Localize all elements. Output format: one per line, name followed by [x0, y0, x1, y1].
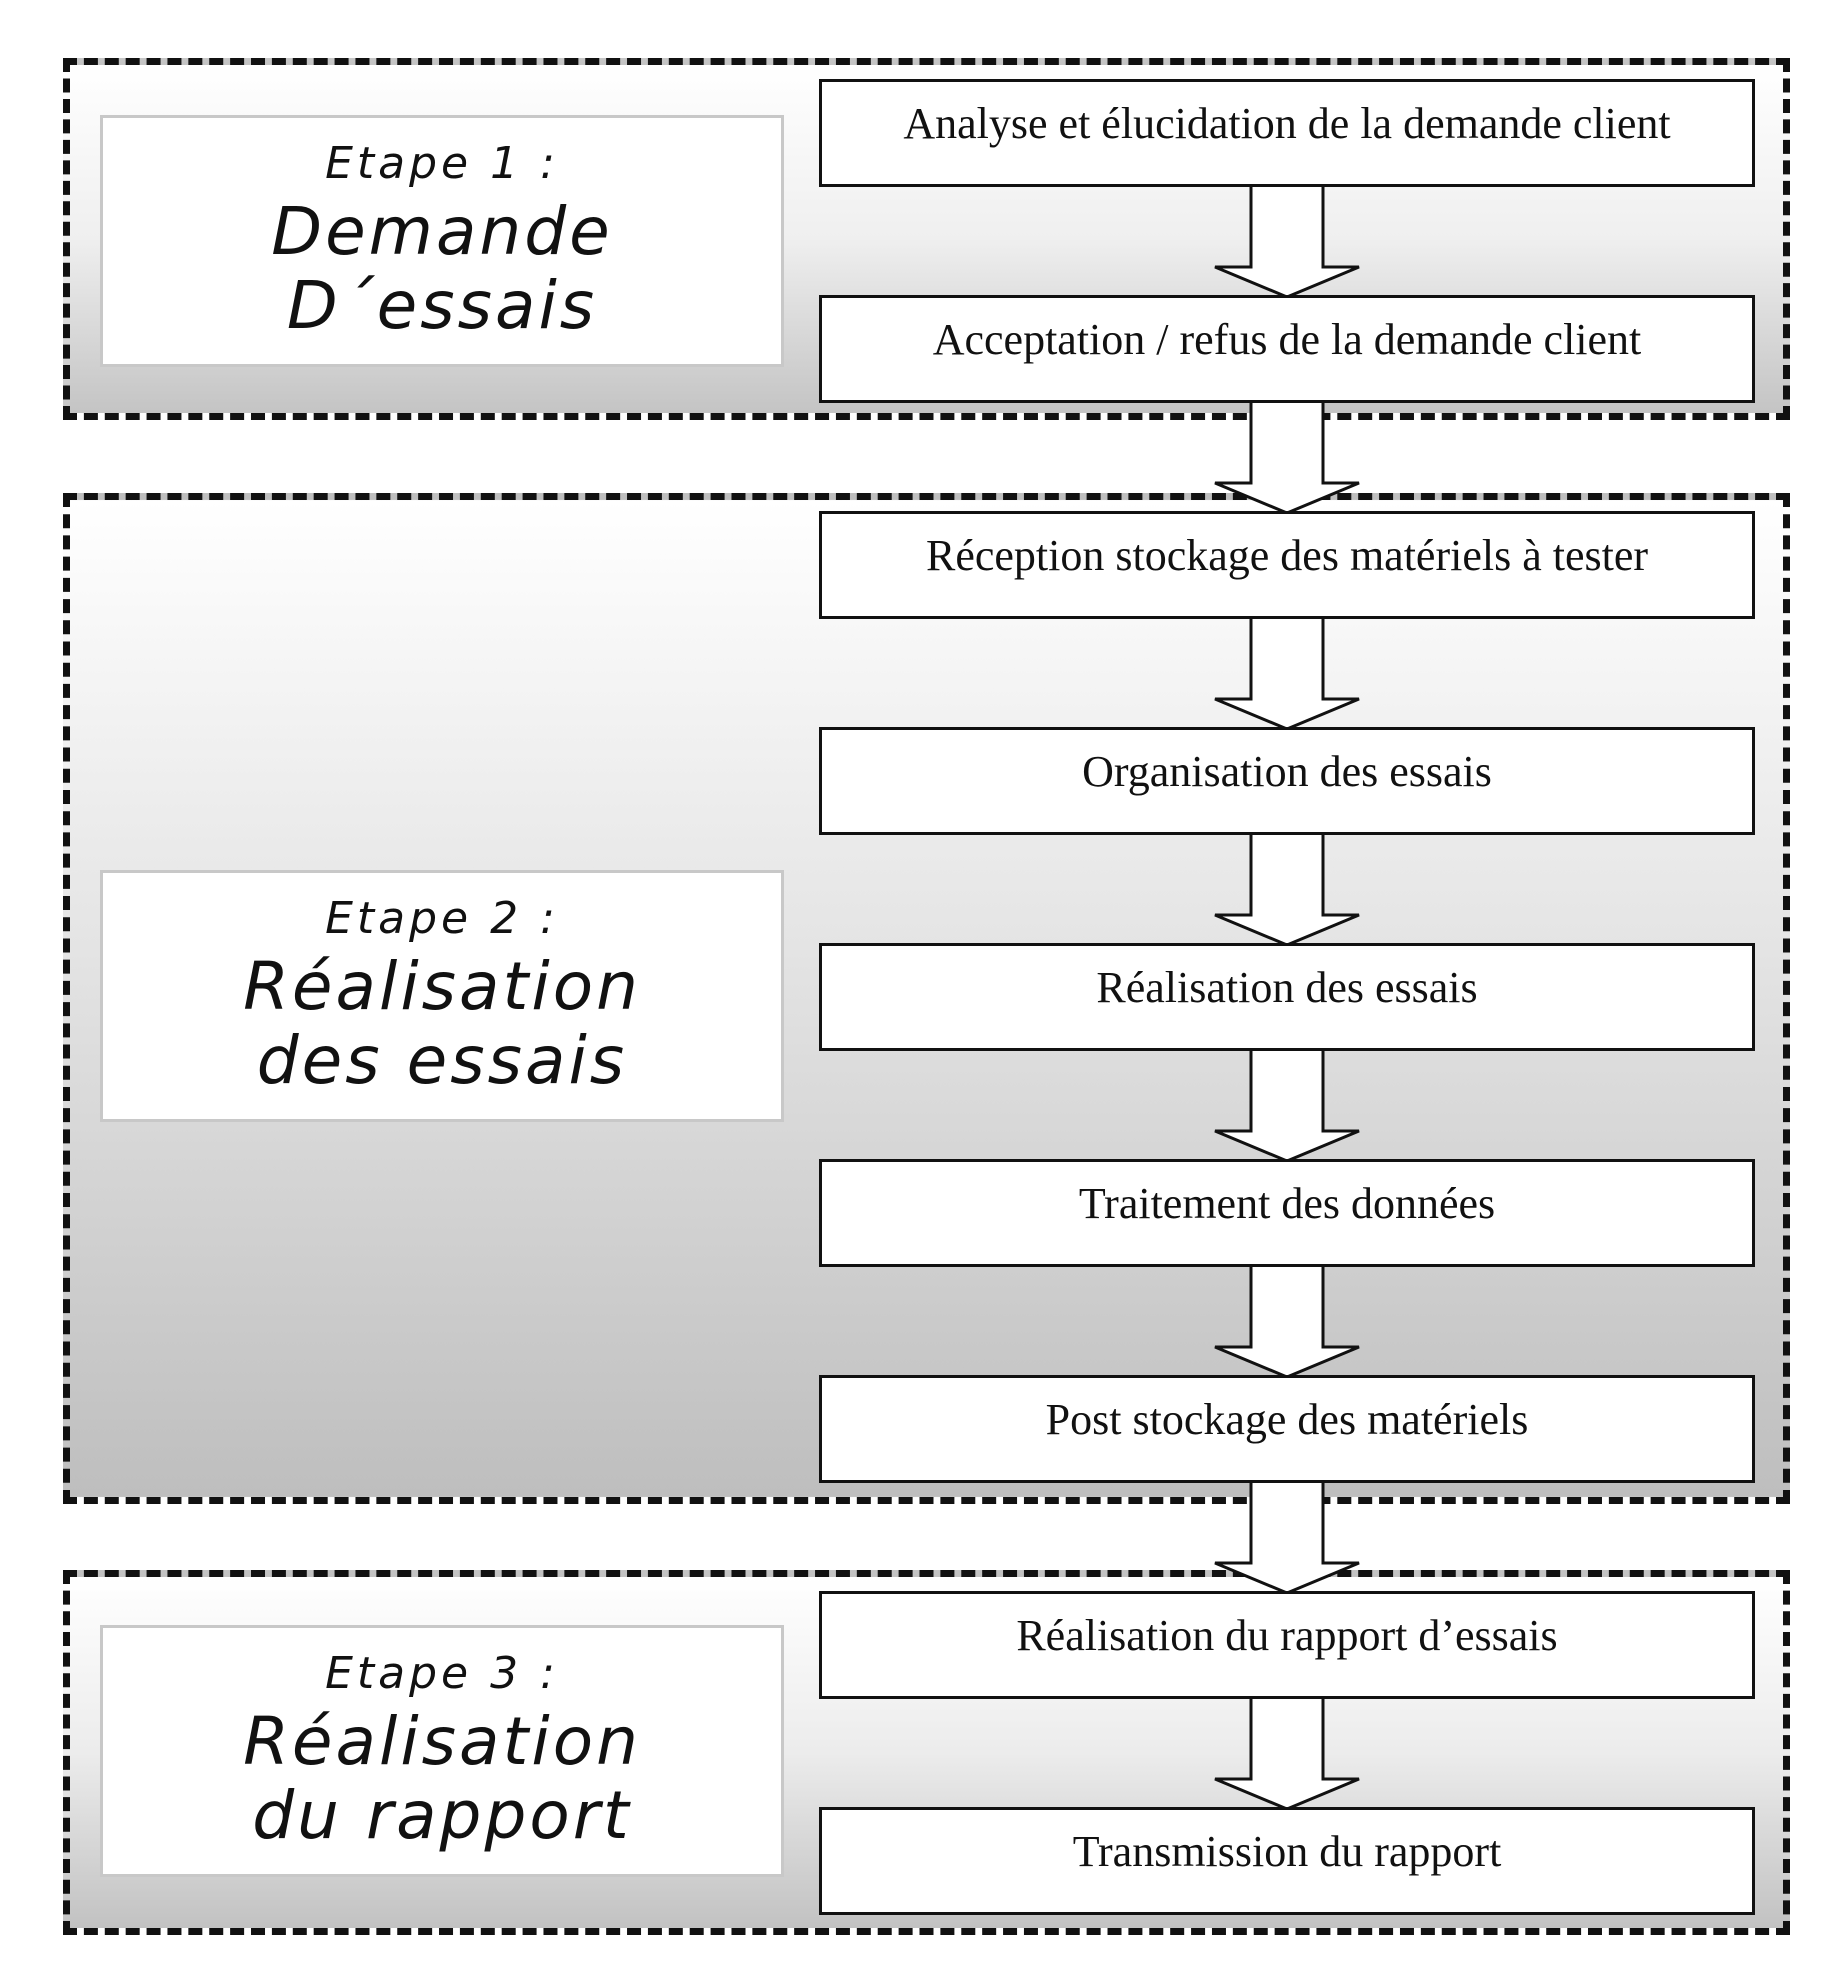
step-box-4: Organisation des essais	[819, 727, 1755, 835]
step-box-9: Transmission du rapport	[819, 1807, 1755, 1915]
stage-3-title-line-1: Réalisation	[243, 1702, 641, 1780]
stage-2-title-line-2: des essais	[256, 1021, 628, 1099]
step-box-6: Traitement des données	[819, 1159, 1755, 1267]
stage-1-title-line-2: D´essais	[286, 266, 598, 344]
step-box-7: Post stockage des matériels	[819, 1375, 1755, 1483]
stage-2-label: Etape 2 : Réalisation des essais	[100, 870, 784, 1122]
step-box-2: Acceptation / refus de la demande client	[819, 295, 1755, 403]
stage-2-title-line-1: Réalisation	[243, 947, 641, 1025]
stage-3-title-line-2: du rapport	[252, 1776, 632, 1854]
stage-2-number: Etape 2 :	[325, 893, 559, 945]
stage-1-title-line-1: Demande	[271, 192, 613, 270]
step-box-8: Réalisation du rapport d’essais	[819, 1591, 1755, 1699]
step-box-3: Réception stockage des matériels à teste…	[819, 511, 1755, 619]
stage-3-number: Etape 3 :	[325, 1648, 559, 1700]
stage-3-label: Etape 3 : Réalisation du rapport	[100, 1625, 784, 1877]
stage-1-number: Etape 1 :	[325, 138, 559, 190]
step-box-1: Analyse et élucidation de la demande cli…	[819, 79, 1755, 187]
stage-1-label: Etape 1 : Demande D´essais	[100, 115, 784, 367]
step-box-5: Réalisation des essais	[819, 943, 1755, 1051]
